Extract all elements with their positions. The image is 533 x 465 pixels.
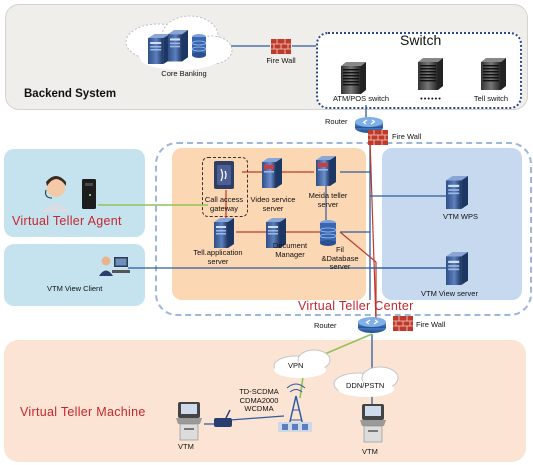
- vtm-kiosk-left-icon: [175, 401, 203, 441]
- core-banking-label: Core Banking: [161, 69, 207, 78]
- vtm-view-server-label: VTM View server: [421, 289, 478, 298]
- document-manager-label: Document Manager: [272, 241, 308, 259]
- center-firewall-icon: [367, 129, 389, 146]
- vtm-right-label: VTM: [362, 447, 378, 456]
- vtm-view-server-icon: [446, 252, 468, 285]
- atm-pos-switch-label: ATM/POS switch: [332, 94, 390, 103]
- agent-desktop-pc-icon: [82, 179, 96, 209]
- virtual-teller-agent-title: Virtual Teller Agent: [12, 214, 122, 228]
- tell-switch-label: Tell switch: [473, 94, 509, 103]
- file-database-server-icon: [319, 220, 337, 246]
- call-access-gateway-icon: [214, 161, 234, 189]
- ddn-pstn-cloud-icon: [333, 366, 399, 397]
- tell-switch-icon: [481, 58, 506, 90]
- virtual-teller-machine-region: [4, 340, 526, 462]
- vtm-left-label: VTM: [178, 442, 194, 451]
- switch-ellipsis-label: ••••••: [420, 94, 442, 103]
- call-access-gateway-frame: [202, 157, 248, 217]
- media-teller-server-icon: [316, 156, 336, 186]
- video-service-server-label: Video service server: [250, 195, 296, 213]
- vtm-view-client-label: VTM View Client: [47, 284, 103, 293]
- virtual-teller-machine-title: Virtual Teller Machine: [20, 405, 146, 419]
- virtual-teller-center-title: Virtual Teller Center: [298, 299, 414, 313]
- video-service-server-icon: [262, 158, 282, 188]
- file-database-server-label: Fil &Database server: [321, 245, 359, 272]
- backend-firewall-label: Fire Wall: [266, 56, 296, 65]
- core-banking-server-icon: [148, 30, 207, 64]
- vtm-firewall-label: Fire Wall: [416, 320, 446, 329]
- view-client-user-icon: [99, 256, 130, 276]
- call-access-gateway-label: Call access gateway: [204, 195, 244, 213]
- vtm-view-client-region: [4, 244, 145, 306]
- link-vtm-to-tower: [229, 415, 285, 421]
- backend-firewall-icon: [270, 38, 292, 55]
- vtm-wps-label: VTM WPS: [443, 212, 478, 221]
- media-teller-server-label: Meida teller server: [308, 191, 348, 209]
- vtm-firewall-icon: [392, 315, 414, 332]
- mobile-networks-label: TD-SCDMA CDMA2000 WCDMA: [239, 387, 279, 414]
- vtm-wps-server-icon: [446, 176, 468, 209]
- vpn-cloud-icon: [273, 349, 331, 378]
- router-top-label: Router: [325, 117, 348, 126]
- ddn-pstn-label: DDN/PSTN: [346, 381, 385, 390]
- switch-title: Switch: [400, 32, 442, 48]
- vpn-label: VPN: [288, 361, 304, 370]
- switch-icon: [418, 58, 443, 90]
- virtual-teller-center-boundary: [155, 142, 532, 316]
- tell-application-server-icon: [214, 218, 234, 248]
- agent-person-icon: [42, 176, 70, 212]
- backend-system-title: Backend System: [24, 88, 117, 100]
- wireless-tower-icon: [278, 383, 312, 432]
- modem-icon: [214, 409, 232, 427]
- virtual-teller-agent-region: [4, 149, 145, 237]
- router-bottom-label: Router: [314, 321, 337, 330]
- atm-pos-switch-icon: [341, 62, 366, 94]
- router-bottom-icon: [357, 316, 387, 334]
- center-firewall-label: Fire Wall: [392, 132, 422, 141]
- vtm-kiosk-right-icon: [359, 403, 387, 443]
- tell-application-server-label: Tell.application server: [193, 248, 243, 266]
